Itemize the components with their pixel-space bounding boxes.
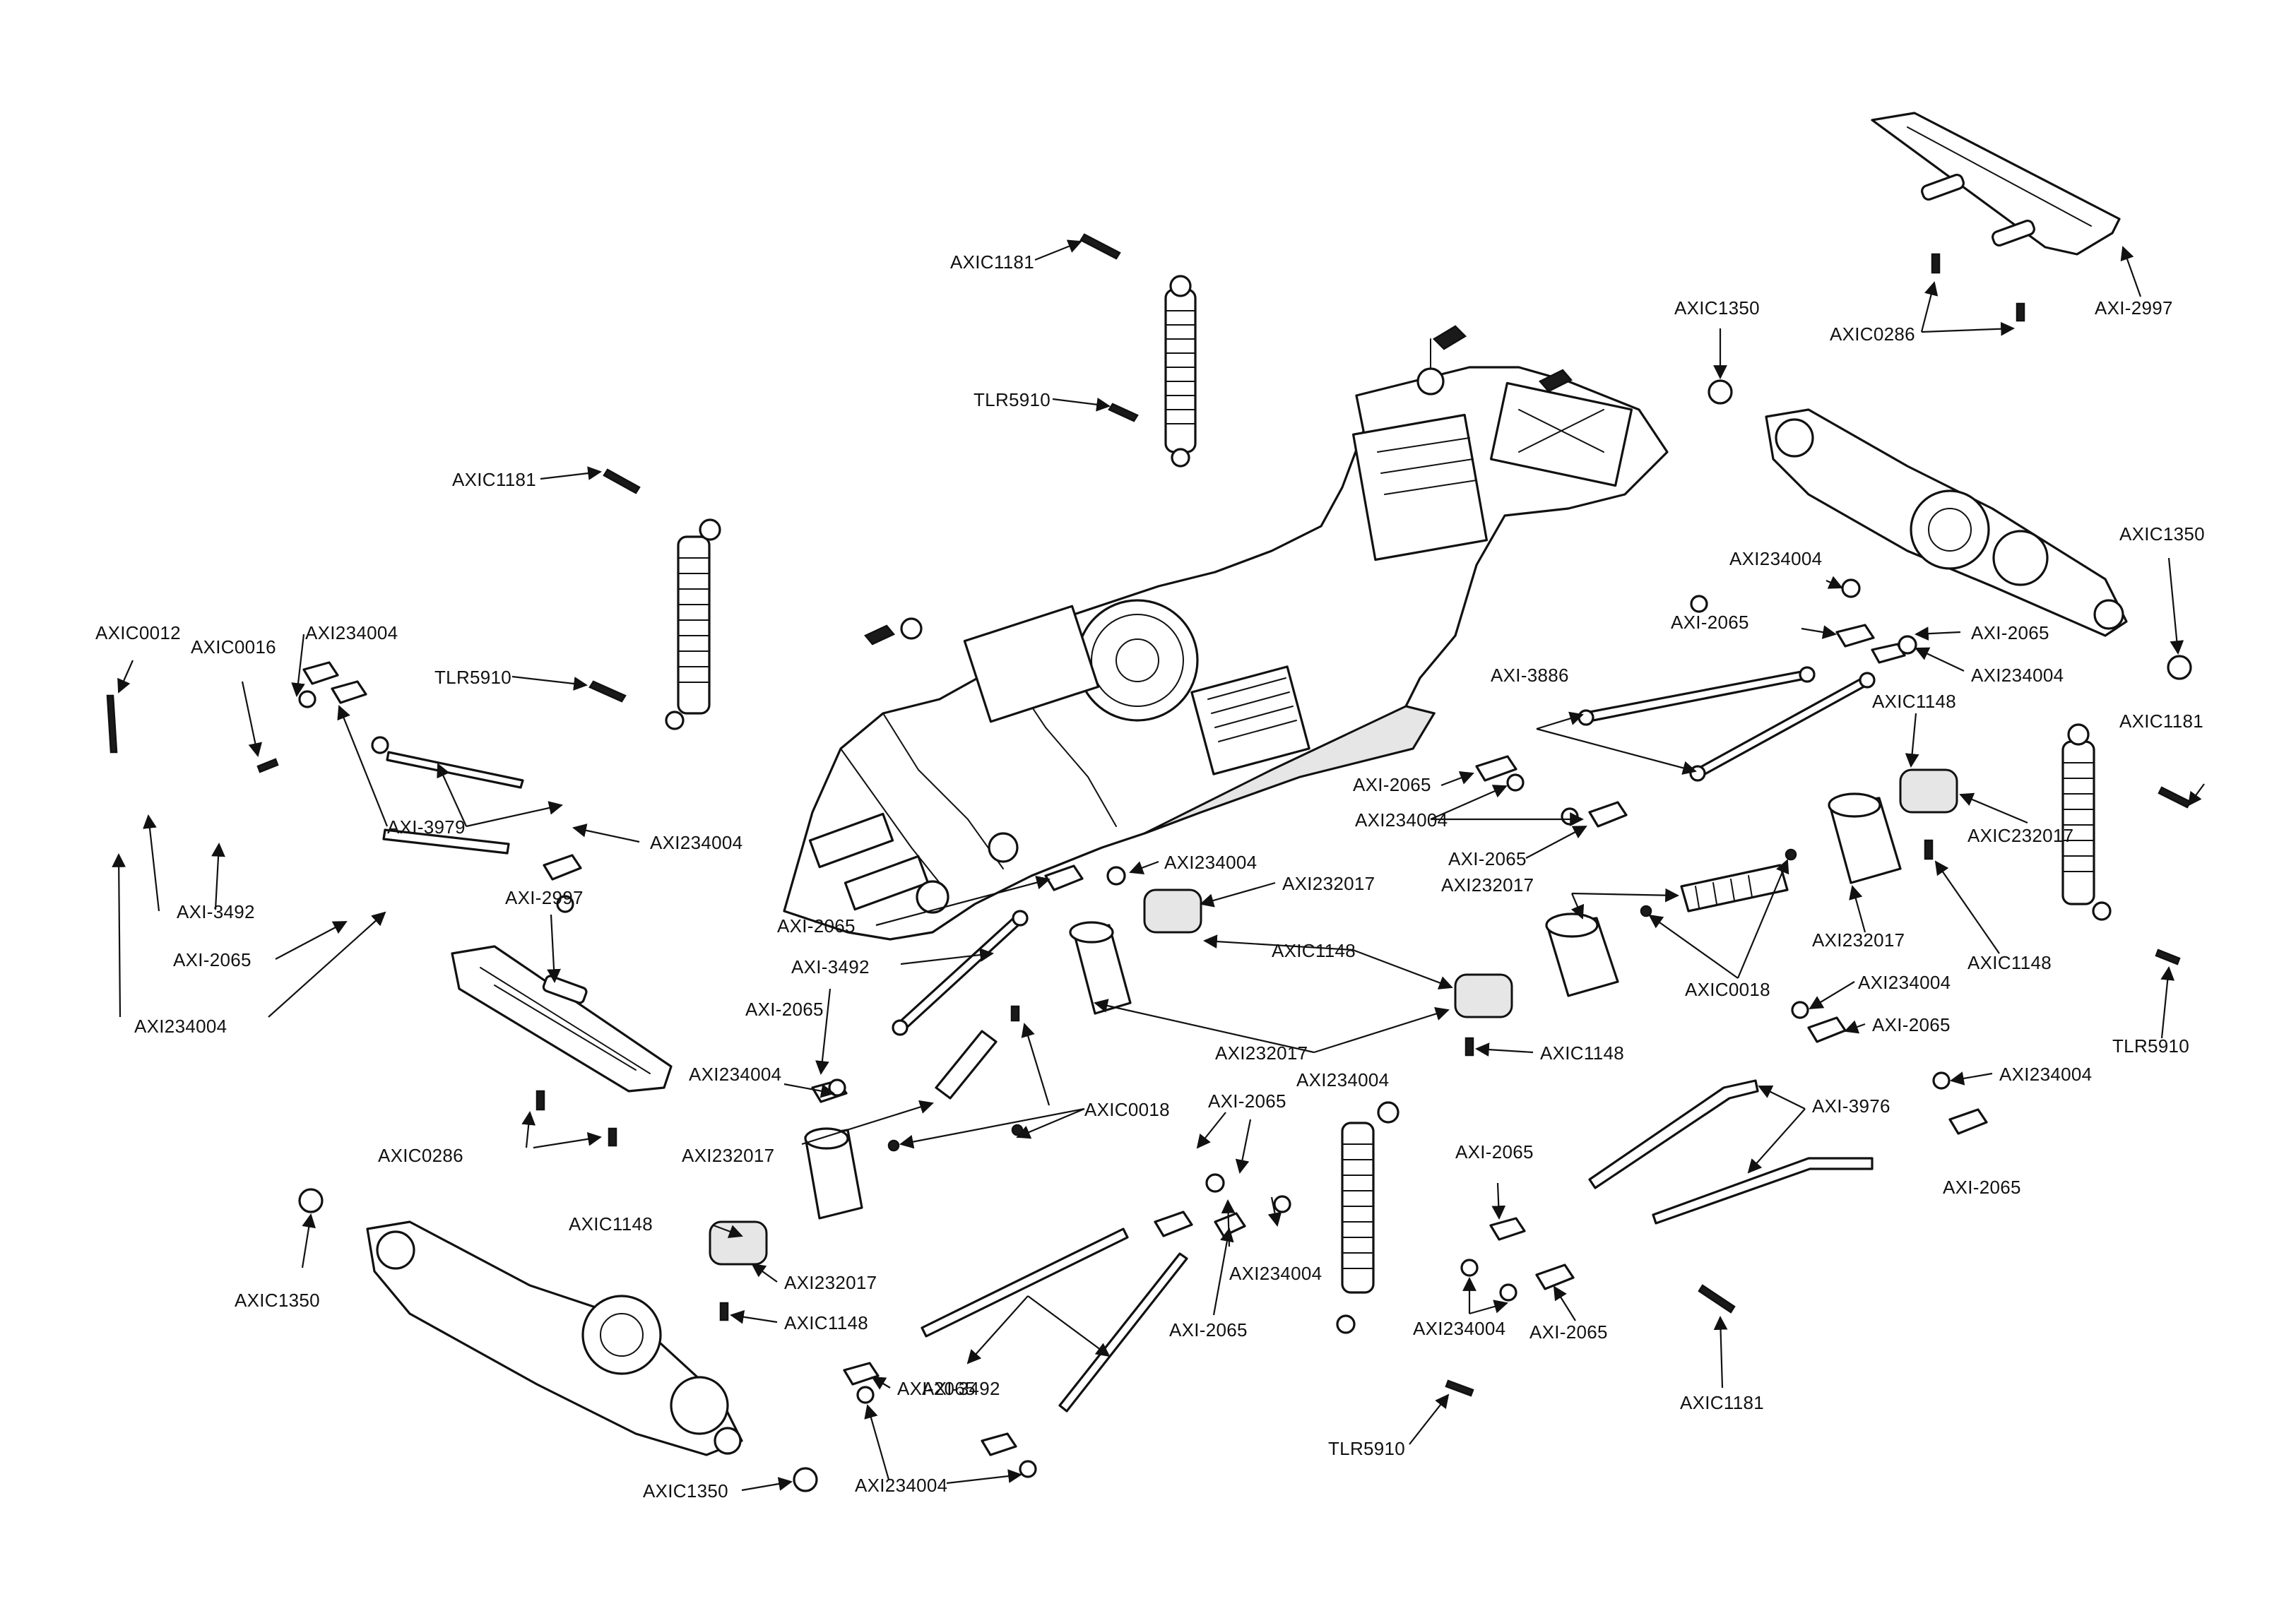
label-axi2065-mid-b: AXI-2065 [777,915,856,937]
label-axic1350-front-left: AXIC1350 [235,1290,320,1311]
label-axi3492-mid: AXI-3492 [791,956,870,977]
label-axi232017-mid-c: AXI232017 [1215,1042,1308,1064]
shock-left [665,518,721,730]
label-axi3979: AXI-3979 [387,816,466,838]
label-axi234004-lower-right-a: AXI234004 [1858,972,1951,993]
part-labels: AXIC1181 TLR5910 AXIC1181 TLR5910 AXIC13… [95,251,2205,1502]
label-axic1148-mid: AXIC1148 [1272,940,1356,961]
label-axic0286-rear: AXIC0286 [1830,323,1915,345]
chassis-assembly [783,325,1669,941]
label-axi234004-lower-c: AXI234004 [1229,1263,1322,1284]
label-axi234004-left-b: AXI234004 [650,832,742,853]
label-axi234004-rear-c: AXI234004 [1355,809,1448,831]
label-axic1350-rear-top: AXIC1350 [1674,297,1760,319]
label-axi2065-lower-a: AXI-2065 [897,1378,976,1399]
rear-axle-drawing [1765,408,2128,637]
label-axi2065-lower-d: AXI-2065 [1455,1141,1534,1163]
label-axi234004-lower-a: AXI234004 [855,1475,947,1496]
label-axic0286-front: AXIC0286 [378,1145,463,1166]
label-axi234004-rear-a: AXI234004 [1729,548,1822,569]
label-axi234004-lower-right-b: AXI234004 [1999,1064,2092,1085]
label-axi2065-lower-c: AXI-2065 [1169,1319,1248,1340]
label-axi234004-left-c: AXI234004 [134,1016,227,1037]
label-axi2065-mid-a: AXI-2065 [745,999,824,1020]
label-axi2065-lower-b: AXI-2065 [1208,1090,1286,1112]
label-axi2065-rear-a: AXI-2065 [1671,612,1749,633]
label-axi2997-front: AXI-2997 [505,887,584,908]
label-axi2065-lower-right-a: AXI-2065 [1872,1014,1951,1035]
label-axi232017-mid-a: AXI232017 [682,1145,774,1166]
label-tlr5910-right: TLR5910 [2112,1035,2189,1057]
shock-bottom [1336,1101,1400,1334]
label-axi2065-left: AXI-2065 [173,949,252,970]
label-axic1350-rear-right: AXIC1350 [2119,523,2205,545]
leader-lines [112,239,2205,1492]
label-axi234004-rear-b: AXI234004 [1971,665,2064,686]
label-axi2065-rear-b: AXI-2065 [1971,622,2049,643]
label-axic1148-front-b: AXIC1148 [784,1312,868,1333]
label-axi3492-lower: AXI-3492 [922,1378,1000,1399]
label-axic1148-rear: AXIC1148 [1872,691,1956,712]
label-axic1148-front: AXIC1148 [569,1213,653,1235]
label-axi3976: AXI-3976 [1812,1095,1890,1117]
shock-top [1164,275,1197,468]
links [382,666,1876,1413]
label-axi234004-lower-b: AXI234004 [1296,1069,1389,1090]
label-axi232017-front: AXI232017 [784,1272,877,1293]
label-axic1181-top: AXIC1181 [950,251,1034,273]
driveshaft-parts [709,768,1958,1266]
small-hardware [106,233,2192,1492]
label-tlr5910-bottom: TLR5910 [1328,1438,1405,1459]
label-axic0012: AXIC0012 [95,622,181,643]
label-axi2065-rear-c: AXI-2065 [1353,774,1431,795]
label-axi2065-lower-right-b: AXI-2065 [1943,1177,2021,1198]
front-axle-drawing [366,1220,743,1456]
front-bumper-drawing [451,945,673,1093]
label-axic1181-bottom: AXIC1181 [1680,1392,1764,1413]
label-axic0016: AXIC0016 [191,636,276,658]
label-axi2065-rear-d: AXI-2065 [1448,848,1527,869]
label-axi2065-lower-e: AXI-2065 [1529,1321,1608,1343]
label-axi232017-center-low: AXI232017 [1812,929,1905,951]
label-axi3886: AXI-3886 [1491,665,1569,686]
rear-bumper-drawing [1871,112,2121,256]
label-axi2997-rear: AXI-2997 [2095,297,2173,319]
label-tlr5910-left: TLR5910 [434,667,511,688]
label-axic0018-mid: AXIC0018 [1084,1099,1170,1120]
label-axi3492-left: AXI-3492 [177,901,255,922]
label-axic1148-right: AXIC1148 [1967,952,2052,973]
label-axi234004-left-a: AXI234004 [305,622,398,643]
label-axic1148-mid-b: AXIC1148 [1540,1042,1624,1064]
label-axi232017-rear-right: AXIC232017 [1967,825,2073,846]
label-axic1350-front-bottom: AXIC1350 [643,1480,728,1502]
label-axi234004-lower-d: AXI234004 [1413,1318,1505,1339]
label-axi232017-mid-b: AXI232017 [1282,873,1375,894]
label-tlr5910-top: TLR5910 [974,389,1051,410]
label-axic1181-left: AXIC1181 [452,469,536,490]
shock-right [2061,723,2112,921]
label-axic1181-rear: AXIC1181 [2119,711,2203,732]
label-axi232017-center: AXI232017 [1441,874,1534,896]
label-axic0018-center: AXIC0018 [1685,979,1770,1000]
label-axi234004-mid-b: AXI234004 [1164,852,1257,873]
label-axi234004-mid-a: AXI234004 [689,1064,781,1085]
